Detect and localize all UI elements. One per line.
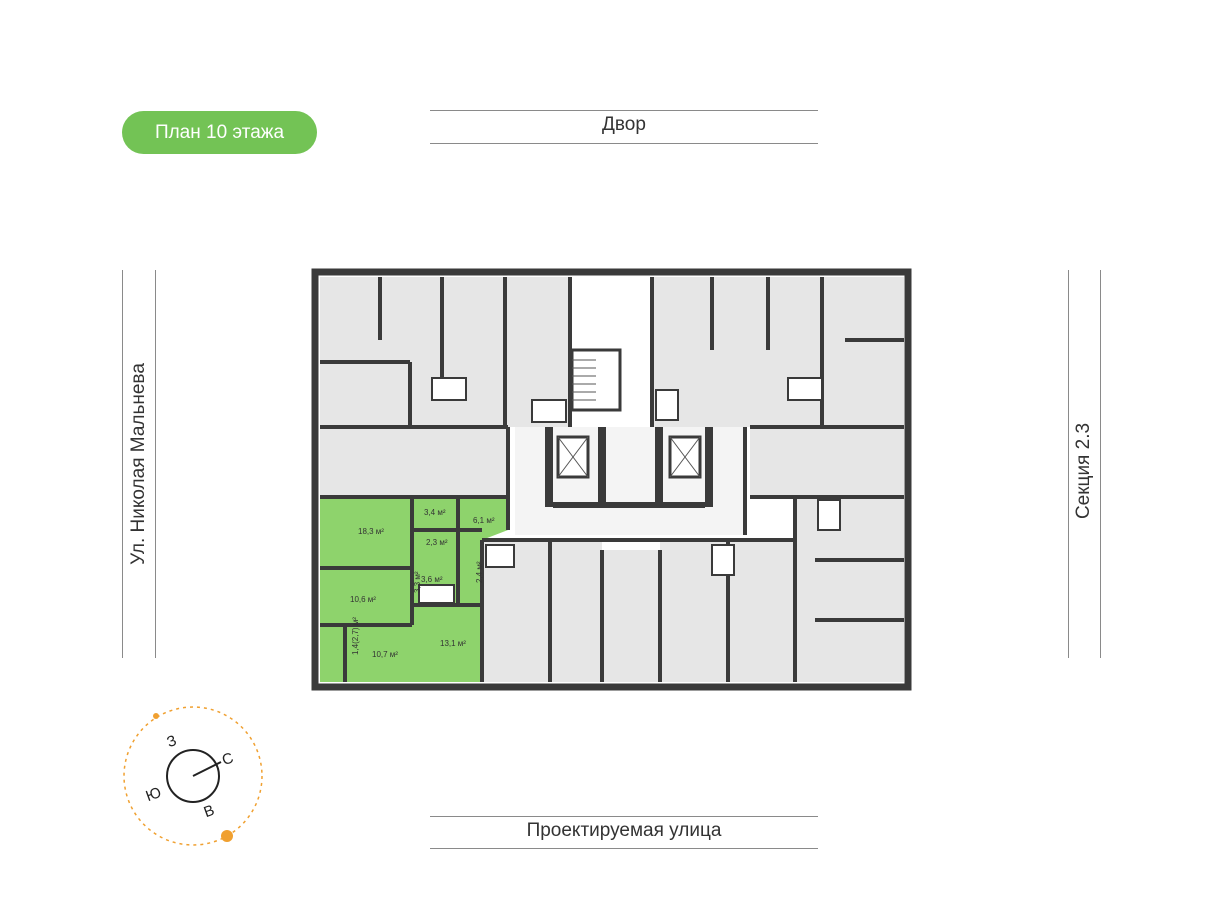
compass-orbit [123, 706, 263, 846]
top-rule-lower [430, 143, 818, 144]
compass-north: С [220, 749, 236, 769]
stair-treads [572, 359, 596, 401]
bottom-rule-upper [430, 816, 818, 817]
core-wall-block [545, 427, 553, 507]
bathtub [485, 544, 515, 568]
apartment-right-middle [750, 427, 904, 497]
compass-needle [192, 761, 222, 777]
compass-east: В [202, 802, 217, 821]
compass-dial [166, 749, 220, 803]
bathtub [531, 399, 567, 423]
room-area-label: 13,1 м² [440, 639, 466, 648]
interior-walls [320, 277, 904, 682]
bathtub [655, 389, 679, 421]
apartment-bottom-2 [602, 550, 660, 682]
room-area-label: 2,4 м² [475, 561, 484, 583]
room-area-label: 3,6 м² [421, 575, 443, 584]
compass-west: З [165, 732, 179, 751]
bathtub [418, 584, 455, 604]
room-labels: 18,3 м² 3,4 м² 6,1 м² 2,3 м² 3,6 м² 2,4 … [350, 508, 495, 659]
right-rule-outer [1068, 270, 1069, 658]
top-rule-upper [430, 110, 818, 111]
room-area-label: 1,4(2,7) м² [351, 617, 360, 655]
room-area-label: 6,1 м² [473, 516, 495, 525]
compass: С З Ю В [123, 706, 263, 846]
street-bottom-label: Проектируемая улица [526, 820, 722, 841]
apartment-right-lower [795, 497, 904, 682]
apartment-left-middle [320, 427, 508, 497]
building-core [545, 348, 713, 508]
courtyard-label: Двор [602, 114, 646, 135]
room-area-label: 3,3 м² [413, 571, 422, 593]
bathtub [711, 544, 735, 576]
room-area-label: 10,6 м² [350, 595, 376, 604]
bathtub [431, 377, 467, 401]
core-wall-block [553, 502, 705, 508]
core-wall-block [655, 427, 663, 502]
right-rule-inner [1100, 270, 1101, 658]
room-area-label: 10,7 м² [372, 650, 398, 659]
bathtub [817, 499, 841, 531]
room-area-label: 18,3 м² [358, 527, 384, 536]
bathtub [787, 377, 823, 401]
floor-plan-badge[interactable]: План 10 этажа [122, 111, 317, 154]
compass-south: Ю [144, 784, 164, 805]
sun-icon [221, 830, 233, 842]
room-area-label: 3,4 м² [424, 508, 446, 517]
left-rule-inner [155, 270, 156, 658]
bottom-rule-lower [430, 848, 818, 849]
core-wall-block [598, 427, 606, 502]
left-rule-outer [122, 270, 123, 658]
room-area-label: 2,3 м² [426, 538, 448, 547]
sun-orbit-marker [153, 713, 159, 719]
stairwell [570, 348, 622, 412]
bathrooms [418, 377, 841, 604]
core-wall-block [705, 427, 713, 507]
